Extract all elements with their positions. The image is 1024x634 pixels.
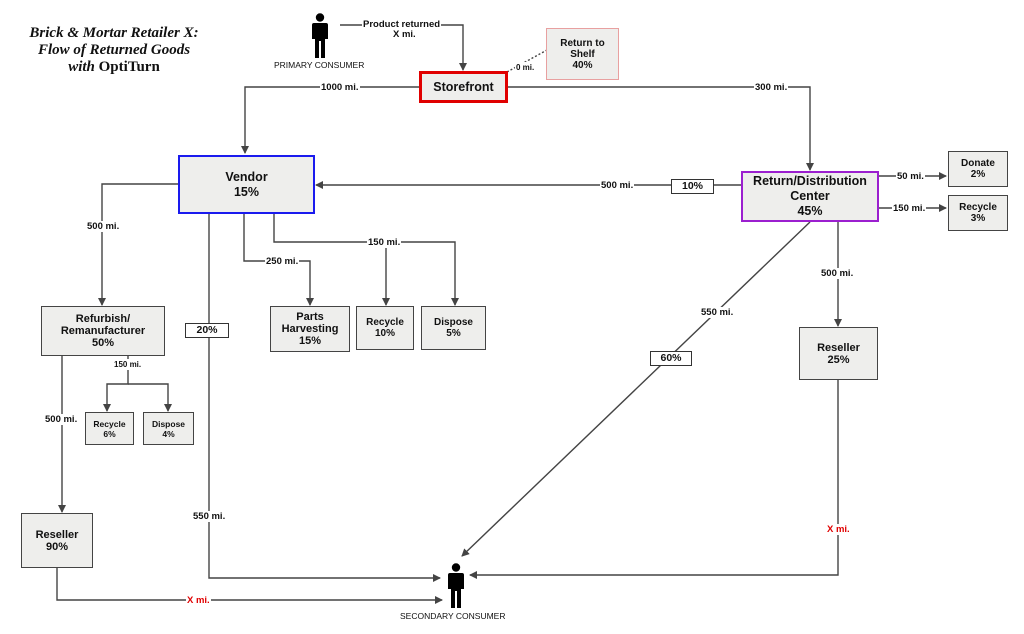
dispose-refurb-node: Dispose 4%: [143, 412, 194, 445]
parts-harvesting-node: Parts Harvesting 15%: [270, 306, 350, 352]
pct-box-vendor-secondary: 20%: [185, 323, 229, 338]
secondary-consumer-person-icon: [448, 563, 464, 608]
edge-vendor-refurb: [98, 183, 178, 306]
reseller-right-node: Reseller 25%: [799, 327, 878, 380]
label-rdc-donate: 50 mi.: [896, 171, 925, 182]
title-line-2: Flow of Returned Goods: [37, 42, 191, 58]
label-product-returned-distance: X mi.: [393, 29, 416, 40]
label-product-returned: Product returned: [362, 19, 442, 30]
secondary-consumer-label: SECONDARY CONSUMER: [400, 611, 506, 621]
return-distribution-center-node: Return/Distribution Center 45%: [741, 171, 879, 222]
vendor-node: Vendor 15%: [178, 155, 315, 214]
label-rdc-secondary: 550 mi.: [700, 307, 735, 318]
edge-storefront-rdc: [508, 86, 814, 171]
diagram-title: Brick & Mortar Retailer X: Flow of Retur…: [14, 25, 214, 76]
label-refurb-reseller: 500 mi.: [44, 414, 79, 425]
storefront-label: Storefront: [433, 79, 494, 94]
label-vendor-refurb: 500 mi.: [86, 221, 121, 232]
dispose-vendor-node: Dispose 5%: [421, 306, 486, 350]
reseller-left-node: Reseller 90%: [21, 513, 93, 568]
edge-reseller-left-secondary: [56, 568, 443, 604]
primary-consumer-person-icon: [312, 13, 328, 58]
label-reseller-right-secondary: X mi.: [826, 524, 851, 535]
label-refurb-recycle-dispose: 150 mi.: [113, 359, 143, 370]
donate-node: Donate 2%: [948, 151, 1008, 187]
label-rdc-recycle: 150 mi.: [892, 203, 927, 214]
edge-rdc-secondary: [461, 221, 811, 557]
pct-box-rdc-vendor: 10%: [671, 179, 714, 194]
edge-reseller-right-secondary: [469, 380, 839, 579]
label-storefront-rdc: 300 mi.: [754, 82, 789, 93]
label-vendor-recycle-dispose: 150 mi.: [367, 237, 402, 248]
title-line-1: Brick & Mortar Retailer X:: [29, 25, 199, 41]
edge-refurb-recycle-dispose: [103, 356, 129, 412]
refurbish-remanufacturer-node: Refurbish/ Remanufacturer 50%: [41, 306, 165, 356]
title-line-3: with OptiTurn: [68, 59, 160, 75]
return-to-shelf-pct: 40%: [572, 59, 593, 71]
label-reseller-left-secondary: X mi.: [186, 595, 211, 606]
recycle-vendor-node: Recycle 10%: [356, 306, 414, 350]
label-storefront-vendor: 1000 mi.: [320, 82, 360, 93]
label-vendor-secondary: 550 mi.: [192, 511, 227, 522]
label-zero-mi: 0 mi.: [515, 62, 536, 73]
rdc-pct: 45%: [797, 204, 823, 218]
edge-storefront-vendor: [241, 86, 420, 154]
optiturn-brand: OptiTurn: [98, 59, 160, 75]
edge-refurb-dispose: [128, 383, 172, 412]
primary-consumer-label: PRIMARY CONSUMER: [274, 60, 365, 70]
recycle-refurb-node: Recycle 6%: [85, 412, 134, 445]
label-rdc-vendor: 500 mi.: [600, 180, 635, 191]
vendor-label: Vendor: [225, 169, 268, 184]
vendor-pct: 15%: [233, 184, 260, 199]
label-rdc-reseller: 500 mi.: [820, 268, 855, 279]
edge-vendor-secondary: [208, 214, 441, 582]
return-to-shelf-node: Return to Shelf 40%: [546, 28, 619, 80]
recycle-rdc-node: Recycle 3%: [948, 195, 1008, 231]
label-vendor-parts: 250 mi.: [265, 256, 300, 267]
edge-vendor-recycle-dispose: [273, 214, 459, 306]
storefront-node: Storefront: [419, 71, 508, 103]
pct-box-rdc-secondary: 60%: [650, 351, 692, 366]
